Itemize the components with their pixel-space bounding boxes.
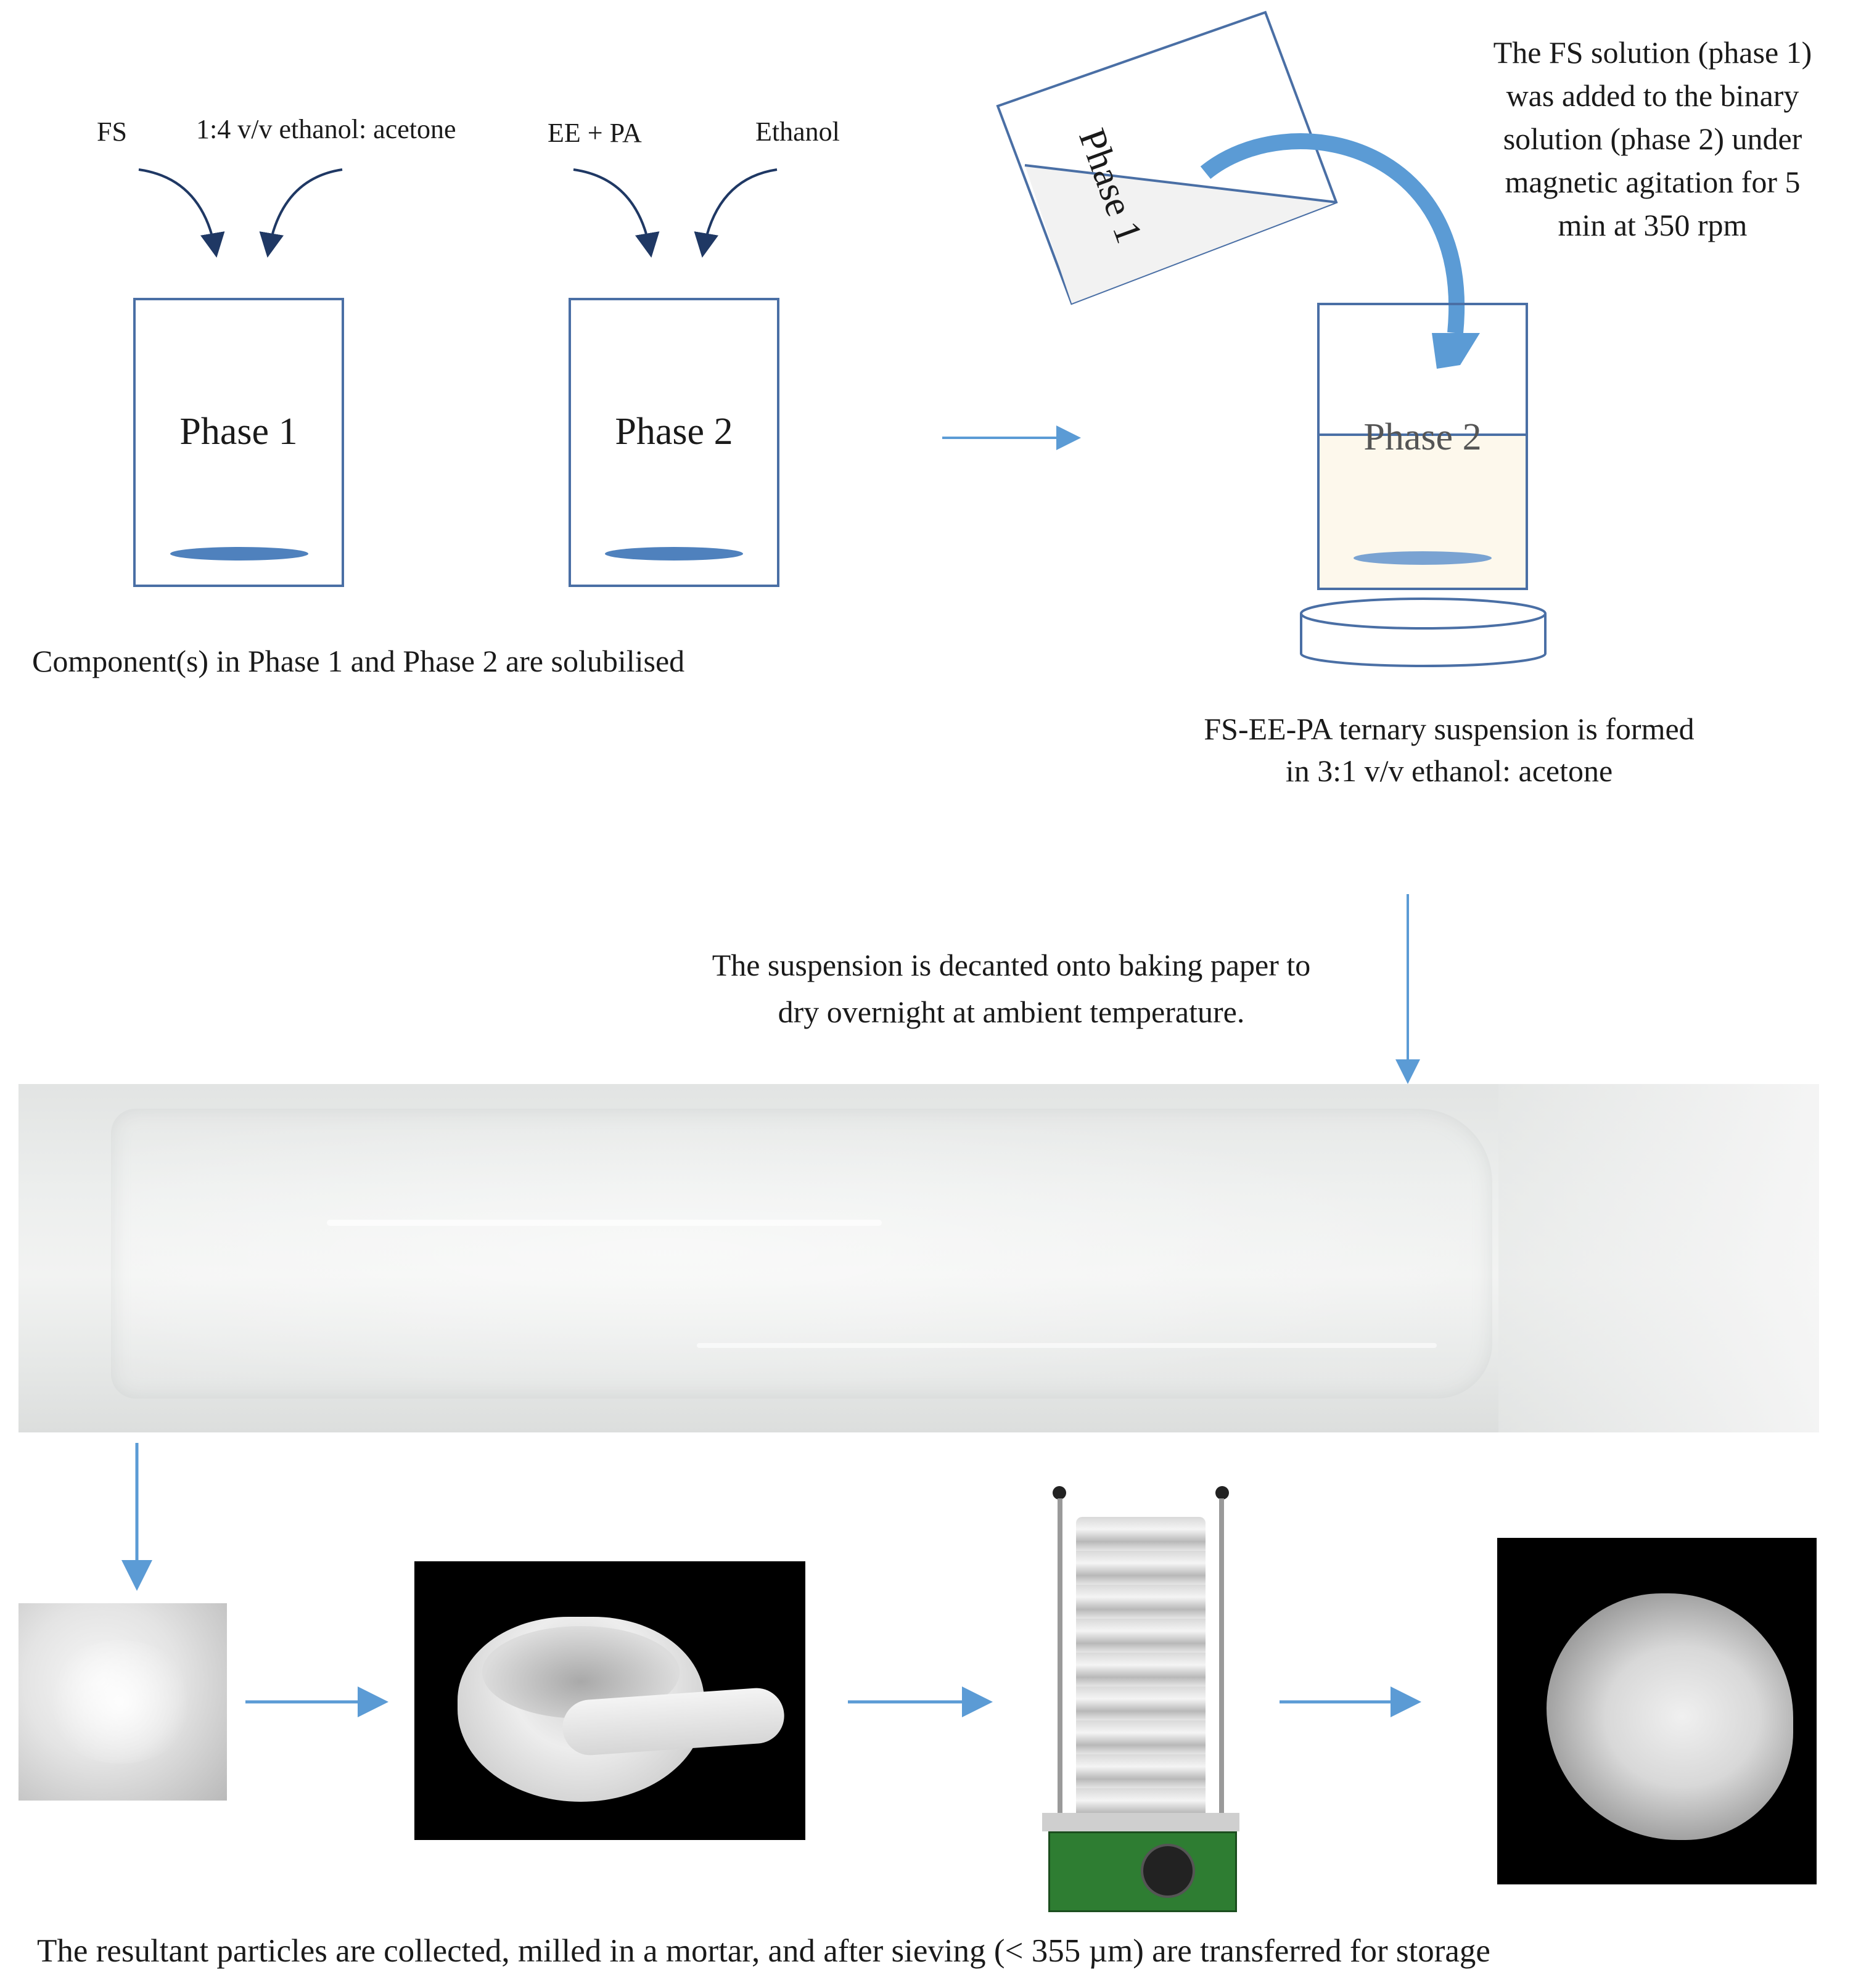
solvent-input-arrow (259, 168, 343, 258)
timer-dial-icon (1141, 1844, 1195, 1898)
receiving-beaker-label: Phase 2 (1363, 416, 1482, 458)
step3-caption-line: dry overnight at ambient temperature. (778, 995, 1245, 1029)
phase1-stir-bar (170, 547, 308, 561)
baking-paper-photo (18, 1084, 1819, 1432)
collected-particles-photo (18, 1603, 227, 1801)
sieve-stack (1076, 1517, 1206, 1825)
step4-caption: The resultant particles are collected, m… (37, 1933, 1490, 1969)
step2-note-line: min at 350 rpm (1558, 208, 1748, 242)
tilted-beaker-liquid (1025, 165, 1336, 303)
ee-pa-input-arrow (573, 168, 660, 258)
step2-caption-line: in 3:1 v/v ethanol: acetone (1285, 754, 1613, 788)
ee-pa-input-label: EE + PA (548, 118, 642, 148)
step3-caption-line: The suspension is decanted onto baking p… (712, 948, 1311, 982)
fs-input-arrow (138, 168, 225, 258)
pour-arrow (1200, 133, 1465, 334)
phase2-stir-bar (605, 547, 743, 561)
step1-caption: Component(s) in Phase 1 and Phase 2 are … (32, 644, 685, 678)
step2-caption: FS-EE-PA ternary suspension is formed in… (1141, 708, 1757, 792)
step2-note-line: The FS solution (phase 1) (1493, 35, 1812, 70)
sieve-shaker-photo (1039, 1480, 1243, 1918)
step3-caption: The suspension is decanted onto baking p… (617, 942, 1406, 1035)
fs-input-label: FS (97, 117, 127, 147)
phase2-beaker (569, 298, 779, 587)
ethanol-input-label: Ethanol (755, 117, 840, 147)
powder-pile (1547, 1593, 1793, 1840)
step2-caption-line: FS-EE-PA ternary suspension is formed (1204, 712, 1695, 746)
ethanol-input-arrow (694, 168, 778, 258)
step2-note-line: was added to the binary (1506, 78, 1799, 113)
receiving-beaker (1317, 303, 1528, 590)
step2-note-line: solution (phase 2) under (1503, 121, 1802, 156)
solvent-input-label: 1:4 v/v ethanol: acetone (196, 114, 456, 144)
receiving-stir-bar (1354, 551, 1492, 565)
step2-note-line: magnetic agitation for 5 (1505, 165, 1801, 199)
step2-note: The FS solution (phase 1) was added to t… (1437, 31, 1853, 247)
final-powder-photo (1497, 1538, 1817, 1884)
mortar-and-pestle-photo (414, 1561, 805, 1840)
dried-film (111, 1109, 1492, 1399)
phase2-beaker-label: Phase 2 (615, 411, 733, 453)
phase1-beaker (133, 298, 344, 587)
phase1-beaker-label: Phase 1 (179, 411, 298, 453)
